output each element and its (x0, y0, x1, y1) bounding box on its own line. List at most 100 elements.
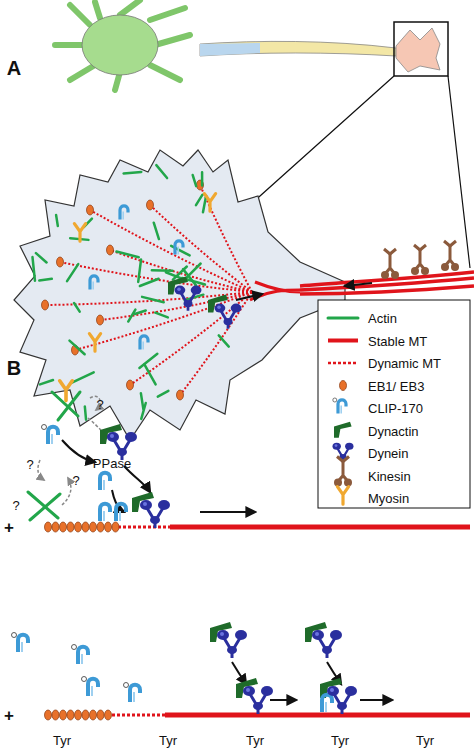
label: Tyr (331, 734, 349, 747)
actin-filament (28, 492, 58, 518)
eb-protein (67, 710, 74, 720)
eb-protein (60, 522, 67, 532)
eb-protein (52, 710, 59, 720)
eb-protein (105, 522, 112, 532)
eb-protein (75, 522, 82, 532)
panel-letter: B (7, 358, 21, 378)
arrow (124, 466, 150, 492)
eb-protein (45, 710, 52, 720)
legend-entry: EB1/ EB3 (368, 379, 424, 392)
dynein-symbol (217, 630, 247, 658)
actin-filament (32, 257, 34, 281)
actin-filament (201, 172, 204, 185)
legend-box (318, 300, 470, 508)
clip-170-symbol (322, 695, 332, 712)
label: PPase (93, 457, 131, 470)
actin-filament (196, 195, 203, 205)
clip-170-symbol (140, 336, 148, 350)
eb-protein (97, 710, 104, 720)
arrow (236, 294, 262, 300)
arrow (232, 662, 246, 684)
panel-b (12, 381, 471, 720)
dynactin-symbol (334, 422, 352, 438)
dynein-symbol (215, 304, 242, 329)
actin-filament (36, 253, 47, 262)
actin-filament (135, 310, 146, 314)
actin-filament (128, 310, 135, 322)
actin-filament (155, 313, 168, 318)
actin-filament (328, 317, 358, 320)
actin-filament (154, 223, 159, 239)
arrow (62, 478, 71, 505)
dynactin-symbol (132, 492, 154, 512)
actin-filament (141, 393, 143, 409)
eb-protein (82, 522, 89, 532)
actin-filament (56, 215, 58, 226)
eb-protein (87, 205, 94, 215)
eb-protein (147, 200, 154, 210)
dynactin-symbol (305, 622, 327, 642)
actin-filament (138, 259, 141, 282)
actin-filament (156, 165, 167, 178)
label: ? (12, 499, 19, 512)
arrow (345, 283, 372, 286)
eb-protein (75, 710, 82, 720)
clip-170-symbol (72, 645, 89, 665)
clip-170-symbol (100, 473, 110, 490)
label: ? (26, 458, 33, 471)
actin-filament (142, 297, 164, 302)
actin-filament (152, 269, 173, 272)
actin-filament (74, 303, 80, 312)
eb-protein (82, 710, 89, 720)
legend-entry: Dynactin (368, 424, 419, 437)
clip-170-symbol (120, 206, 128, 220)
actin-filament (85, 406, 86, 419)
dynactin-symbol (208, 295, 228, 313)
clip-170-symbol (82, 677, 99, 697)
label: ? (72, 474, 79, 487)
legend-entry: Kinesin (368, 469, 411, 482)
clip-170-symbol (100, 504, 110, 521)
eb-protein (177, 390, 184, 400)
actin-filament (144, 364, 155, 384)
label: Tyr (246, 734, 264, 747)
clip-170-symbol (116, 504, 126, 521)
dynein-symbol (327, 686, 357, 714)
myosin-symbol (74, 224, 85, 242)
dynein-symbol (140, 500, 170, 528)
actin-filament (186, 264, 201, 279)
actin-filament (203, 196, 206, 213)
eb-protein (90, 710, 97, 720)
actin-filament (140, 279, 159, 286)
clip-170-symbol (12, 633, 29, 653)
eb-protein (52, 522, 59, 532)
actin-filament (40, 380, 53, 384)
clip-170-symbol (333, 398, 346, 414)
actin-filament (116, 252, 138, 258)
eb-protein (57, 257, 64, 267)
legend-entry: Dynein (368, 447, 408, 460)
legend-entry: Actin (368, 312, 397, 325)
eb-protein (45, 522, 52, 532)
kinesin-symbol (411, 245, 429, 275)
actin-filament (219, 335, 229, 346)
clip-170-symbol (90, 276, 98, 290)
actin-filament (193, 175, 196, 186)
eb-protein (97, 522, 104, 532)
dynactin-symbol (168, 277, 188, 295)
kinesin-symbol (441, 241, 459, 271)
dynactin-symbol (210, 622, 232, 642)
myosin-symbol (60, 381, 73, 401)
plus-end-sign: + (4, 707, 14, 724)
eb-protein (112, 522, 119, 532)
actin-filament (69, 341, 84, 355)
dynein-symbol (243, 686, 273, 714)
myosin-symbol (204, 194, 215, 212)
label: Tyr (159, 734, 177, 747)
plus-end-sign: + (4, 519, 14, 536)
arrow (360, 699, 392, 701)
dynactin-symbol (236, 678, 258, 698)
kinesin-symbol (381, 249, 399, 279)
eb-protein (340, 381, 347, 391)
